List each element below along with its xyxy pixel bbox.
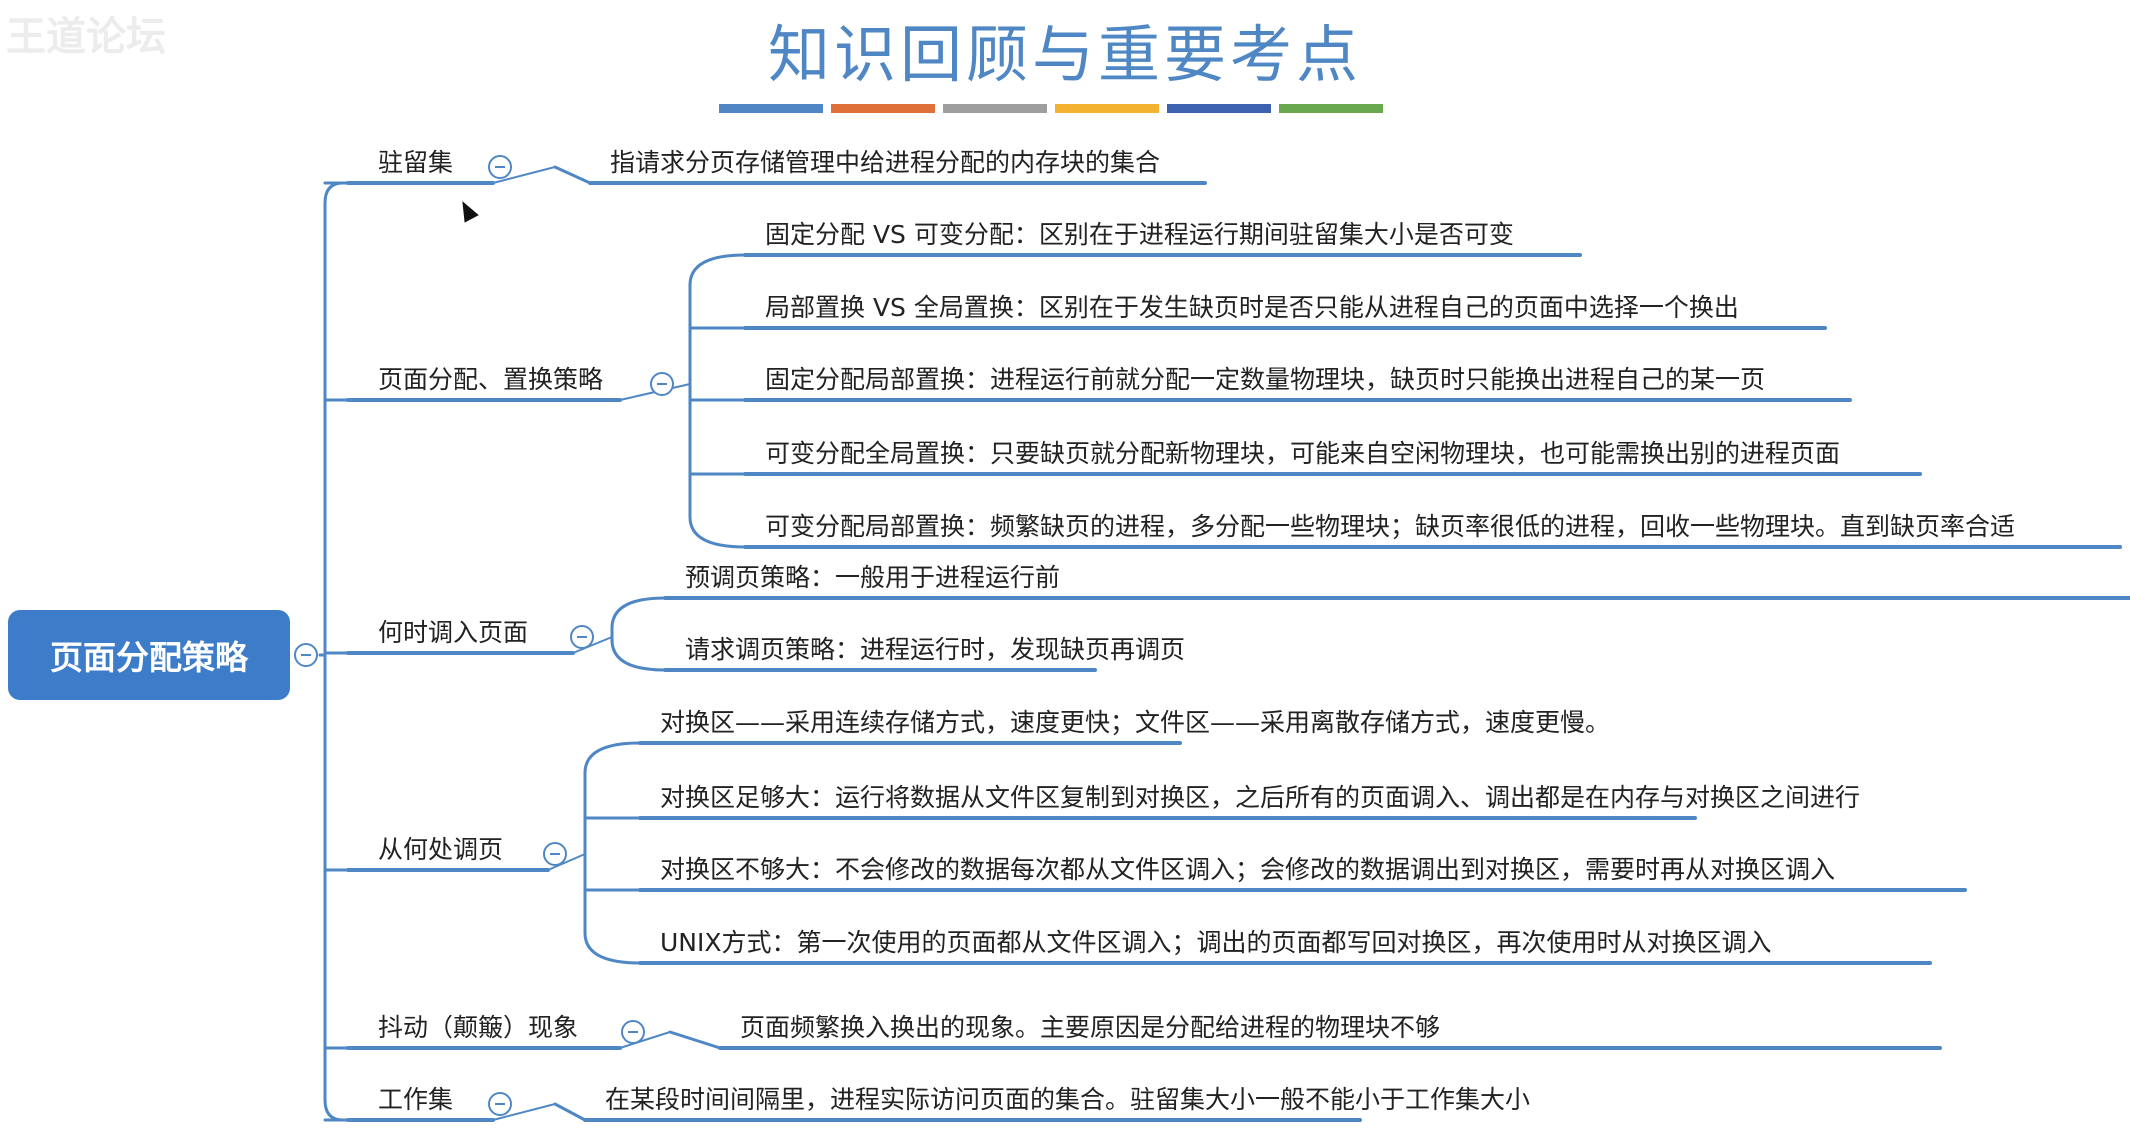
topic-label-2[interactable]: 何时调入页面 xyxy=(378,618,529,647)
collapse-icon-1[interactable] xyxy=(650,372,674,396)
collapse-icon-0[interactable] xyxy=(488,155,512,179)
child-text-3-0: 对换区——采用连续存储方式，速度更快；文件区——采用离散存储方式，速度更慢。 xyxy=(660,708,1611,737)
collapse-icon-5[interactable] xyxy=(488,1092,512,1116)
title-bar-5 xyxy=(1279,104,1383,113)
topic-branch-link-0 xyxy=(492,166,556,184)
child-text-0-0: 指请求分页存储管理中给进程分配的内存块的集合 xyxy=(610,148,1161,177)
root-collapse-icon[interactable] xyxy=(294,643,318,667)
collapse-icon-2[interactable] xyxy=(570,625,594,649)
topic-label-3[interactable]: 从何处调页 xyxy=(378,835,504,864)
child-text-2-1: 请求调页策略：进程运行时，发现缺页再调页 xyxy=(685,635,1186,664)
title-color-bars xyxy=(719,104,1391,114)
child-text-1-0: 固定分配 VS 可变分配：区别在于进程运行期间驻留集大小是否可变 xyxy=(765,220,1514,249)
topic-label-5[interactable]: 工作集 xyxy=(378,1085,454,1114)
title-bar-1 xyxy=(831,104,935,113)
watermark: 王道论坛 xyxy=(6,14,166,60)
collapse-icon-3[interactable] xyxy=(543,842,567,866)
topic-label-1[interactable]: 页面分配、置换策略 xyxy=(378,365,604,394)
title-bar-0 xyxy=(719,104,823,113)
topic-branch-link-4 xyxy=(619,1031,671,1049)
topic-branch-link-5 xyxy=(492,1103,556,1121)
child-text-1-4: 可变分配局部置换：频繁缺页的进程，多分配一些物理块；缺页率很低的进程，回收一些物… xyxy=(765,512,2016,541)
bracket-5 xyxy=(553,1102,587,1122)
child-text-3-1: 对换区足够大：运行将数据从文件区复制到对换区，之后所有的页面调入、调出都是在内存… xyxy=(660,783,1861,812)
topic-label-0[interactable]: 驻留集 xyxy=(378,148,454,177)
title-bar-4 xyxy=(1167,104,1271,113)
child-text-5-0: 在某段时间间隔里，进程实际访问页面的集合。驻留集大小一般不能小于工作集大小 xyxy=(605,1085,1531,1114)
collapse-icon-4[interactable] xyxy=(621,1020,645,1044)
child-text-4-0: 页面频繁换入换出的现象。主要原因是分配给进程的物理块不够 xyxy=(740,1013,1441,1042)
child-text-1-1: 局部置换 VS 全局置换：区别在于发生缺页时是否只能从进程自己的页面中选择一个换… xyxy=(765,293,1739,322)
child-text-2-0: 预调页策略：一般用于进程运行前 xyxy=(685,563,1061,592)
child-text-1-2: 固定分配局部置换：进程运行前就分配一定数量物理块，缺页时只能换出进程自己的某一页 xyxy=(765,365,1766,394)
child-text-3-3: UNIX方式：第一次使用的页面都从文件区调入；调出的页面都写回对换区，再次使用时… xyxy=(660,928,1772,957)
title-bar-3 xyxy=(1055,104,1159,113)
root-node[interactable]: 页面分配策略 xyxy=(8,610,290,700)
title-bar-2 xyxy=(943,104,1047,113)
topic-branch-link-2 xyxy=(572,636,613,654)
bracket-3 xyxy=(583,741,641,965)
bracket-0 xyxy=(553,165,592,185)
topic-label-4[interactable]: 抖动（颠簸）现象 xyxy=(378,1013,579,1042)
child-text-1-3: 可变分配全局置换：只要缺页就分配新物理块，可能来自空闲物理块，也可能需换出别的进… xyxy=(765,439,1841,468)
bracket-4 xyxy=(668,1030,722,1050)
bracket-2 xyxy=(610,596,666,672)
child-text-3-2: 对换区不够大：不会修改的数据每次都从文件区调入；会修改的数据调出到对换区，需要时… xyxy=(660,855,1836,884)
topic-branch-link-3 xyxy=(547,853,586,871)
page-title: 知识回顾与重要考点 xyxy=(767,18,1362,91)
